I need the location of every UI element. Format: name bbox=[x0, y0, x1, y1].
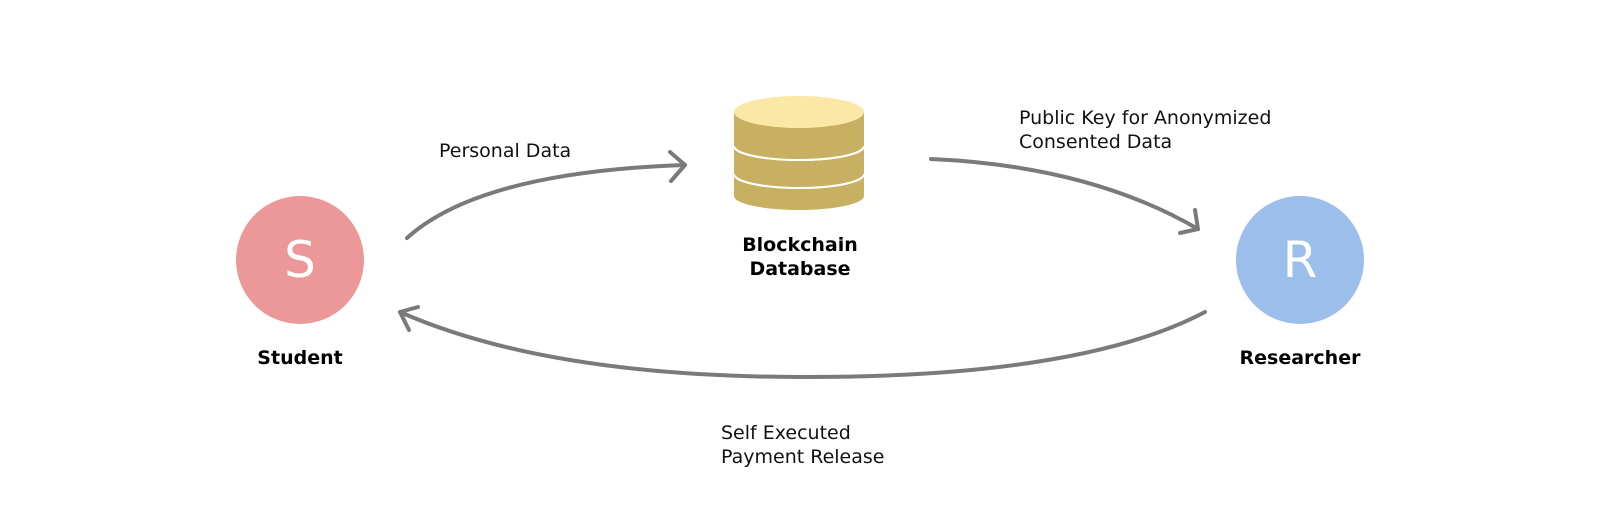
researcher-label: Researcher bbox=[1239, 347, 1361, 369]
database-label: Blockchain Database bbox=[710, 233, 890, 281]
payment-label-line1: Self Executed bbox=[721, 422, 851, 444]
public-key-label: Public Key for Anonymized Consented Data bbox=[1019, 106, 1271, 154]
arrow-personal-data bbox=[405, 163, 687, 240]
public-key-label-line1: Public Key for Anonymized bbox=[1019, 107, 1272, 129]
arrow-payment bbox=[398, 310, 1207, 380]
arrowhead-payment bbox=[398, 305, 420, 332]
researcher-initial: R bbox=[1282, 231, 1318, 289]
payment-label: Self Executed Payment Release bbox=[721, 421, 884, 469]
student-label: Student bbox=[257, 347, 343, 369]
database-label-line2: Database bbox=[749, 258, 851, 280]
personal-data-label: Personal Data bbox=[439, 140, 572, 162]
student-node: S bbox=[236, 196, 364, 324]
payment-label-line2: Payment Release bbox=[721, 446, 885, 468]
database-label-line1: Blockchain bbox=[742, 234, 858, 256]
student-initial: S bbox=[284, 231, 316, 289]
arrowhead-personal-data bbox=[668, 150, 687, 183]
arrow-public-key bbox=[929, 157, 1200, 231]
arrowhead-public-key bbox=[1178, 208, 1200, 235]
public-key-label-line2: Consented Data bbox=[1019, 131, 1173, 153]
database-cylinder-icon bbox=[733, 96, 865, 210]
researcher-node: R bbox=[1236, 196, 1364, 324]
